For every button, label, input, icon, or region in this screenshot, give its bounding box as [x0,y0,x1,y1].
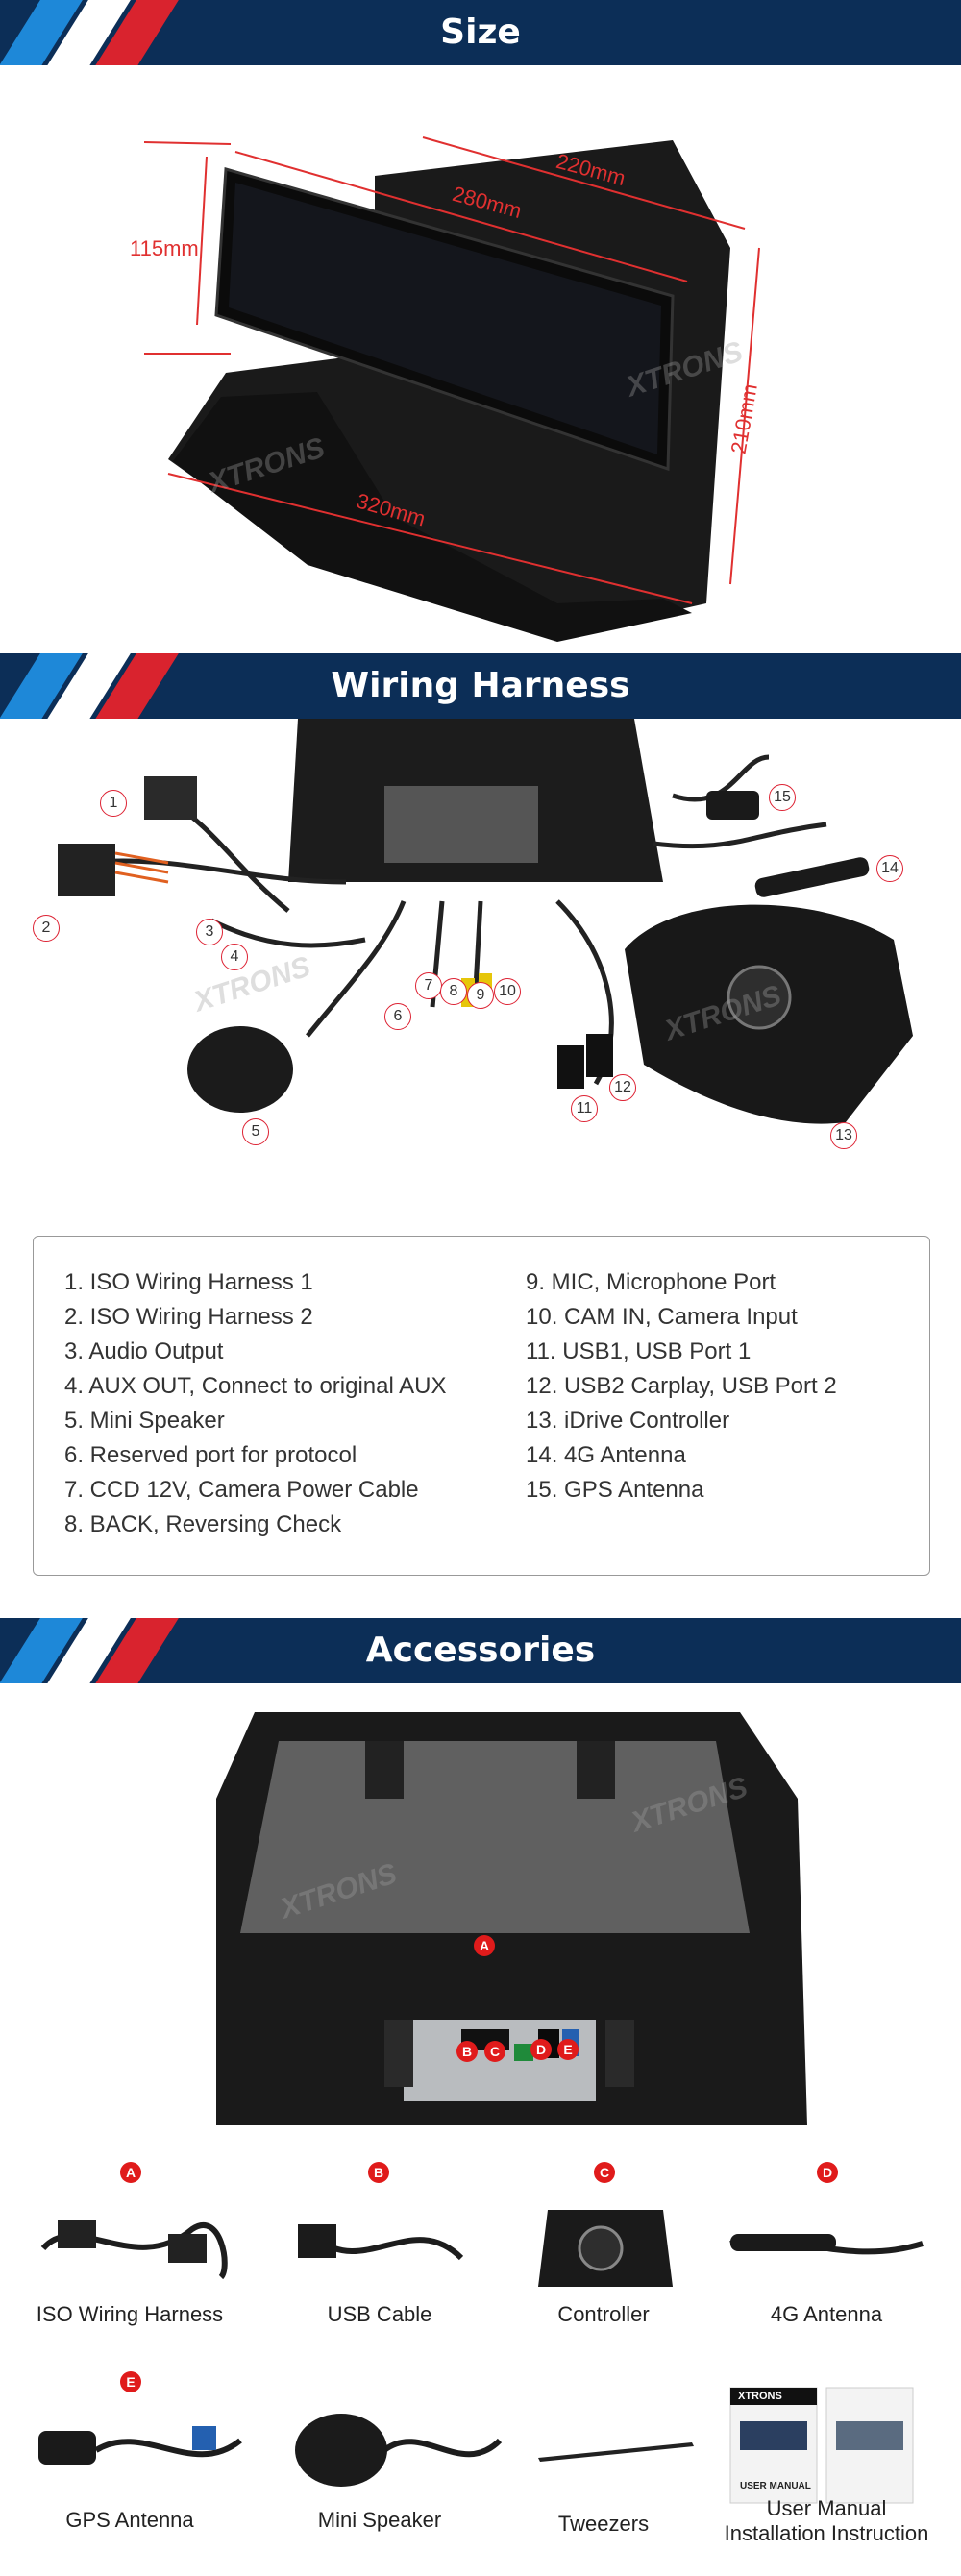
port-badge-b: B [456,2041,478,2062]
accessory-badge-b: B [368,2162,389,2183]
accessory-row-1-drawing [40,2210,924,2287]
section-title-wiring: Wiring Harness [331,666,630,705]
accessory-row-1: A B C D ISO Wiring Harness USB Cable Con… [0,2152,961,2344]
accessory-label-mini-speaker: Mini Speaker [317,2508,442,2532]
section-title-accessories: Accessories [365,1631,596,1670]
accessories-banner: Accessories [0,1618,961,1683]
rear-ports-photo: A B C D E XTRONS XTRONS [0,1683,961,2135]
callout-13: 13 [830,1122,857,1149]
wiring-legend-item: 3. Audio Output [64,1338,224,1364]
wiring-legend-right-column: 9. MIC, Microphone Port 10. CAM IN, Came… [526,1265,837,1508]
callout-2: 2 [33,915,60,942]
callout-3: 3 [196,919,223,945]
wiring-legend-item: 13. iDrive Controller [526,1408,730,1434]
wiring-legend-item: 10. CAM IN, Camera Input [526,1304,798,1330]
wiring-legend-item: 8. BACK, Reversing Check [64,1511,342,1537]
accessory-label-tweezers: Tweezers [557,2512,650,2536]
wiring-legend-item: 7. CCD 12V, Camera Power Cable [64,1477,419,1503]
callout-11: 11 [571,1095,598,1122]
port-badge-d: D [530,2039,552,2060]
dim-height: 115mm [130,236,199,260]
port-badge-a: A [474,1935,495,1956]
accessory-label-controller: Controller [557,2302,650,2326]
wiring-legend-item: 14. 4G Antenna [526,1442,686,1468]
wiring-legend-item: 5. Mini Speaker [64,1408,225,1434]
wiring-banner: Wiring Harness [0,653,961,719]
callout-14: 14 [876,855,903,882]
rear-housing-drawing [216,1712,807,2125]
callout-10: 10 [494,978,521,1005]
callout-1: 1 [100,790,127,817]
accessory-label-gps-antenna: GPS Antenna [65,2508,194,2532]
accessory-label-usb-cable: USB Cable [327,2302,432,2326]
wiring-legend-item: 15. GPS Antenna [526,1477,704,1503]
callout-7: 7 [415,972,442,999]
wiring-legend-item: 12. USB2 Carplay, USB Port 2 [526,1373,837,1399]
accessory-badge-c: C [594,2162,615,2183]
wiring-legend-left-column: 1. ISO Wiring Harness 1 2. ISO Wiring Ha… [64,1265,447,1542]
head-unit-dimension-drawing [143,136,760,642]
callout-5: 5 [242,1118,269,1145]
manual-brand: XTRONS [738,2391,782,2402]
wiring-legend-item: 1. ISO Wiring Harness 1 [64,1269,313,1295]
accessory-row-2: E XTRONS USER MANUAL GPS Antenna Mini Sp… [0,2364,961,2576]
size-photo: 115mm 280mm 220mm 210mm 320mm XTRONS XTR… [0,65,961,642]
wiring-legend: 1. ISO Wiring Harness 1 2. ISO Wiring Ha… [33,1236,930,1576]
callout-15: 15 [769,784,796,811]
callout-12: 12 [609,1074,636,1101]
wiring-legend-item: 4. AUX OUT, Connect to original AUX [64,1373,447,1399]
wiring-harness-drawing [58,719,913,1124]
callout-9: 9 [467,982,494,1009]
callout-6: 6 [384,1003,411,1030]
section-title-size: Size [440,12,521,52]
wiring-legend-item: 9. MIC, Microphone Port [526,1269,776,1295]
wiring-legend-item: 6. Reserved port for protocol [64,1442,357,1468]
port-badge-c: C [484,2041,505,2062]
port-badge-e: E [557,2039,579,2060]
callout-4: 4 [221,944,248,970]
accessory-label-iso-wiring-harness: ISO Wiring Harness [36,2302,224,2326]
accessory-badge-a: A [120,2162,141,2183]
accessory-row-2-drawing [38,2387,914,2504]
accessory-badge-e: E [120,2371,141,2392]
callout-8: 8 [440,978,467,1005]
size-banner: Size [0,0,961,65]
accessory-label-4g-antenna: 4G Antenna [770,2302,883,2326]
wiring-legend-item: 2. ISO Wiring Harness 2 [64,1304,313,1330]
wiring-photo: 1 2 3 4 5 6 7 8 9 10 11 12 13 14 15 XTRO… [0,719,961,1170]
wiring-legend-item: 11. USB1, USB Port 1 [526,1338,752,1364]
manual-title: USER MANUAL [740,2481,811,2491]
accessory-badge-d: D [817,2162,838,2183]
accessory-label-user-manual: User Manual Installation Instruction [724,2496,929,2545]
